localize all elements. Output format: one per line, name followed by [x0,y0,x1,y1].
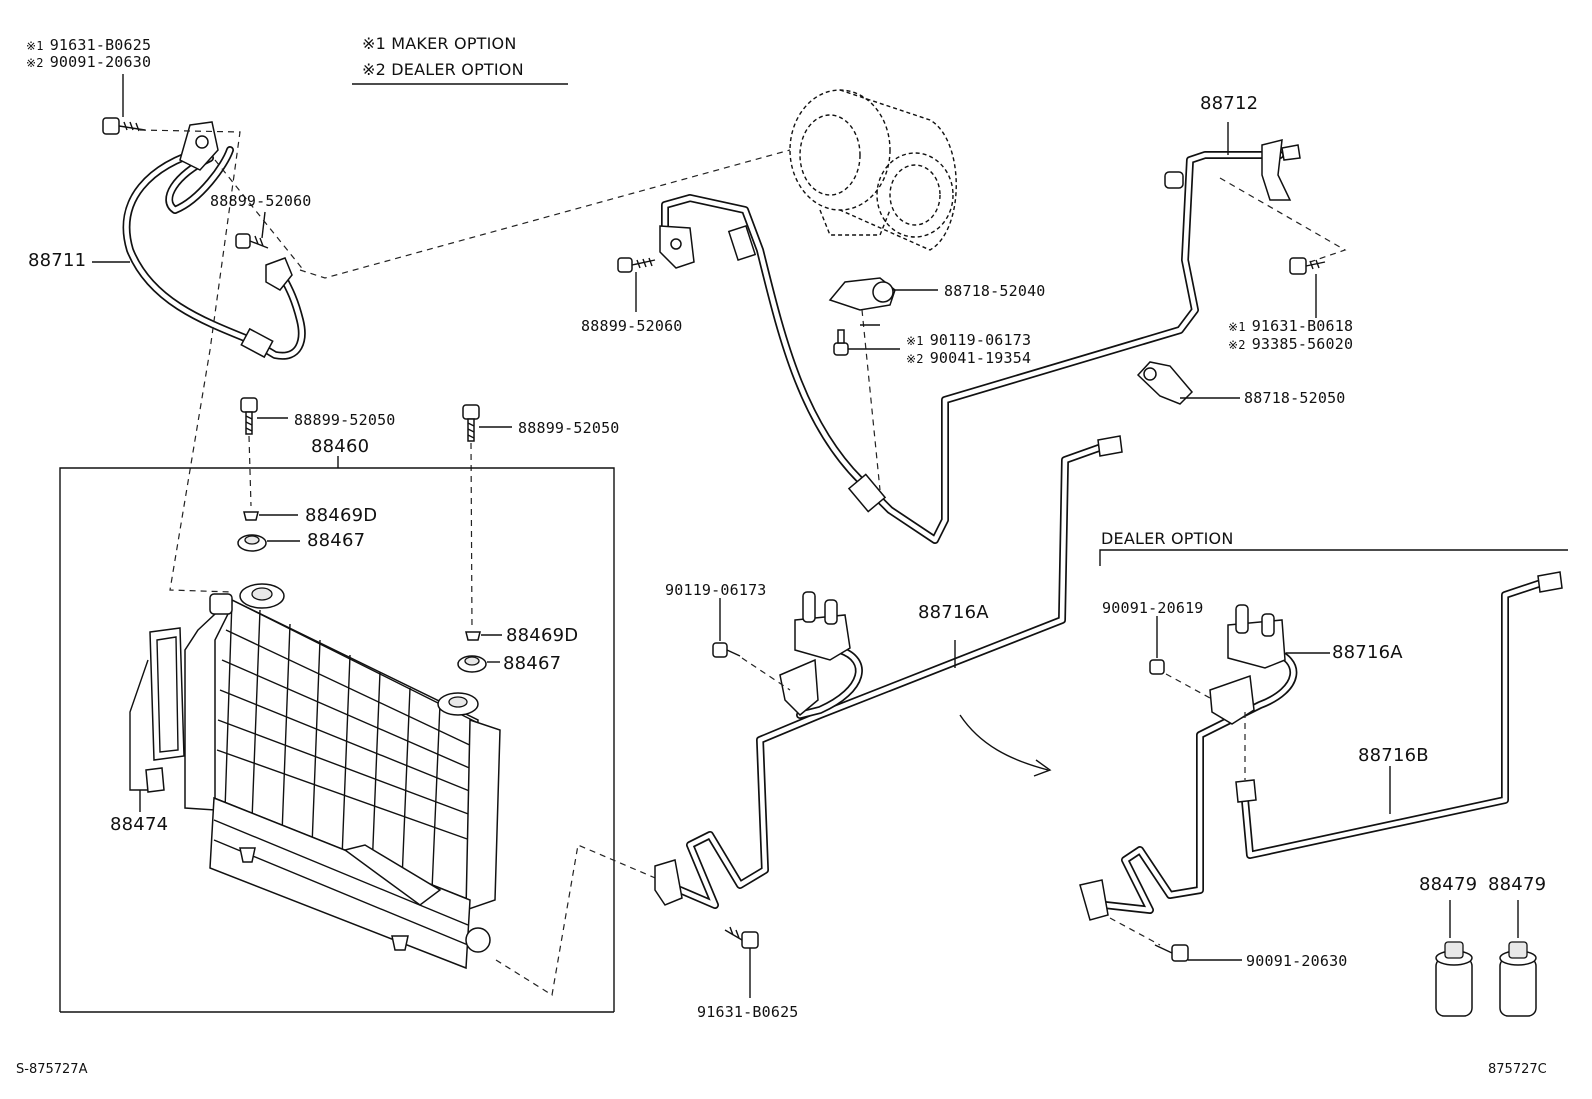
clip-88469d-right [465,631,502,641]
legend-maker-option: ※1 MAKER OPTION [362,34,517,53]
dash-line-88711-compressor [299,149,791,279]
part-number: 91631-B0618 [1251,317,1354,335]
canister-88479-b [1499,900,1537,1017]
canister-88479-a [1435,900,1473,1017]
bolt-top-left [102,74,146,135]
label-88718-52050[interactable]: 88718-52050 [1244,389,1346,407]
dash-line-88711-down [139,129,241,593]
option-mark: ※2 [906,352,924,366]
condenser [184,583,501,970]
option-mark: ※2 [26,56,44,70]
label-88899-52050-left[interactable]: 88899-52050 [294,411,396,429]
label-88712[interactable]: 88712 [1200,93,1259,114]
label-88711[interactable]: 88711 [28,250,87,271]
label-88899-52060-left[interactable]: 88899-52060 [210,192,312,210]
bracket-bolt-option1[interactable]: ※1 90119-06173 [906,332,1031,350]
grommet-88467-left [237,534,300,552]
label-88718-52040[interactable]: 88718-52040 [944,282,1046,300]
label-91631-b0625[interactable]: 91631-B0625 [697,1003,799,1021]
bolt-bracket-88718 [833,329,900,356]
label-88716a-dealer[interactable]: 88716A [1332,642,1403,663]
bracket-bolt-option2[interactable]: ※2 90041-19354 [906,350,1031,368]
option-mark: ※2 [1228,338,1246,352]
bolt-88899-52060-left [235,211,269,249]
bolt-top-right [1289,257,1326,318]
dash-line-88711-bracket [214,159,306,273]
label-dealer-option: DEALER OPTION [1101,529,1234,548]
label-90091-20630[interactable]: 90091-20630 [1246,952,1348,970]
label-90091-20619[interactable]: 90091-20619 [1102,599,1204,617]
bolt-90091-20630 [1109,917,1242,962]
hose-88711 [122,121,306,360]
footer-ref-right: 875727C [1488,1062,1547,1077]
label-88469d-left[interactable]: 88469D [305,505,378,526]
option-mark: ※1 [906,334,924,348]
label-88479-b[interactable]: 88479 [1488,874,1547,895]
option-mark: ※1 [1228,320,1246,334]
part-number: 93385-56020 [1251,335,1354,353]
grommet-88467-right [457,655,500,673]
clip-88469d-left [243,511,298,521]
receiver-88474 [129,627,185,812]
liquid-line-88716a [654,435,1123,909]
bolt-91631-b0625 [724,926,759,998]
label-90119-06173[interactable]: 90119-06173 [665,581,767,599]
right-bolt-option1[interactable]: ※1 91631-B0618 [1228,318,1353,336]
compressor [789,89,957,251]
label-88479-a[interactable]: 88479 [1419,874,1478,895]
footer-ref-left: S-875727A [16,1062,88,1077]
legend-dealer-option: ※2 DEALER OPTION [362,60,524,79]
label-88469d-right[interactable]: 88469D [506,625,579,646]
part-number: 90119-06173 [929,331,1032,349]
label-88467-left[interactable]: 88467 [307,530,366,551]
label-88716a-main[interactable]: 88716A [918,602,989,623]
part-number: 90091-20630 [49,53,152,71]
bolt-90119-06173 [712,598,791,691]
bolt-88899-52050-right [462,404,512,631]
top-left-bolt-option2[interactable]: ※2 90091-20630 [26,54,151,72]
bolt-88899-52050-left [240,397,288,507]
arrow-head [1033,759,1052,777]
top-left-bolt-option1[interactable]: ※1 91631-B0625 [26,37,151,55]
label-88474[interactable]: 88474 [110,814,169,835]
label-88467-right[interactable]: 88467 [503,653,562,674]
liquid-line-dealer-88716 [1079,571,1563,921]
dealer-option-bracket [1099,549,1568,566]
label-88716b[interactable]: 88716B [1358,745,1429,766]
dash-line-condenser [495,844,661,996]
part-number: 90041-19354 [929,349,1032,367]
bracket-88460 [59,467,615,1012]
fitting-88712 [1164,122,1301,201]
bracket-88718-52040 [828,277,938,491]
bolt-90091-20619 [1149,616,1211,699]
discharge-hose [659,151,1284,544]
label-88899-52050-right[interactable]: 88899-52050 [518,419,620,437]
arrow-to-dealer-option [959,714,1049,771]
label-88899-52060-middle[interactable]: 88899-52060 [581,317,683,335]
bolt-88899-52060-middle [617,257,656,312]
label-88460[interactable]: 88460 [311,436,370,457]
part-number: 91631-B0625 [49,36,152,54]
option-mark: ※1 [26,39,44,53]
right-bolt-option2[interactable]: ※2 93385-56020 [1228,336,1353,354]
dash-line-88712 [1219,177,1347,263]
bracket-88718-52050 [1136,361,1240,405]
